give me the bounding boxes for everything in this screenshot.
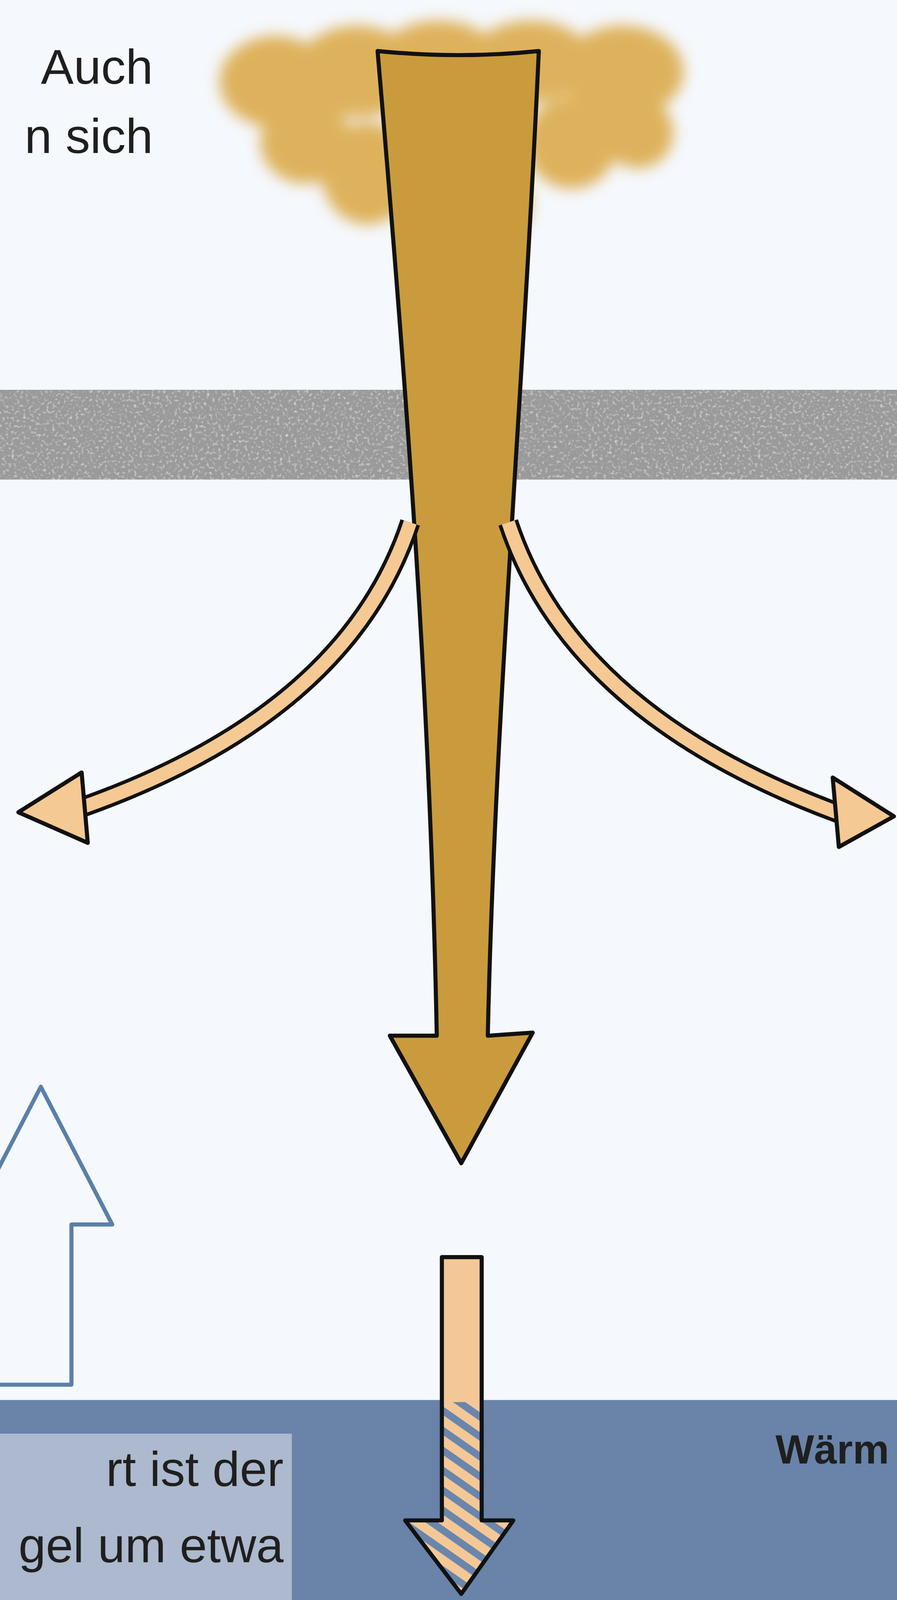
upward-arrow [0,1086,113,1385]
body-text: Auch [40,42,153,92]
main-arrow [377,51,539,1164]
body-text: gel um etwa [18,1520,284,1570]
heat-arrow [405,1256,514,1594]
scatter-arrow-left [18,522,411,843]
text-panel [0,1433,292,1600]
scatter-arrow-right [508,522,894,847]
ocean [0,1399,897,1600]
section-label: Wärm [775,1428,890,1470]
body-text: n sich [24,111,153,161]
body-text: rt ist der [106,1444,284,1494]
